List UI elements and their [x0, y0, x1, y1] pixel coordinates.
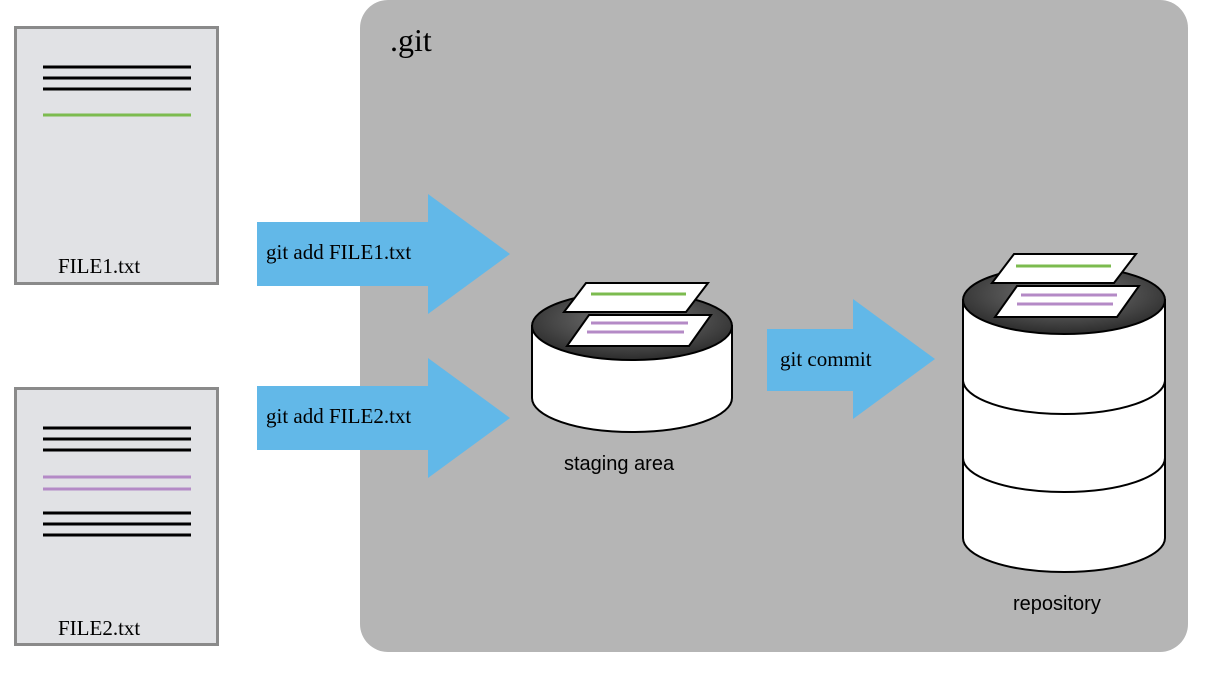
git-add-file2-label: git add FILE2.txt	[266, 404, 412, 428]
repository-label: repository	[1013, 593, 1101, 615]
staged-file2-sheet	[565, 314, 713, 347]
committed-file1-sheet	[989, 253, 1139, 284]
file2-name-label: FILE2.txt	[58, 616, 141, 640]
git-commit-label: git commit	[780, 347, 872, 371]
git-add-file1-arrow	[257, 194, 510, 314]
committed-file2-sheet	[993, 285, 1141, 318]
staging-area-label: staging area	[564, 453, 675, 475]
file1-name-label: FILE1.txt	[58, 254, 141, 278]
git-directory-label: .git	[390, 22, 432, 58]
file1-content-lines	[43, 65, 191, 117]
git-add-file2-arrow	[257, 358, 510, 478]
file2-document	[14, 387, 219, 646]
staged-file1-sheet	[561, 282, 711, 313]
git-add-file1-label: git add FILE1.txt	[266, 240, 412, 264]
git-commit-arrow	[767, 299, 935, 419]
file1-document	[14, 26, 219, 285]
file2-content-lines	[43, 426, 191, 537]
